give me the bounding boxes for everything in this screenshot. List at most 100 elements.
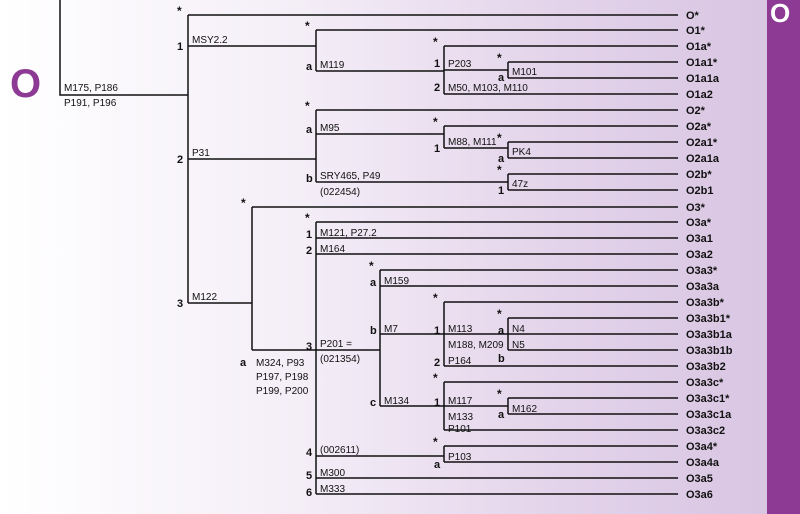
marker-label-o2a1: M88, M111 <box>448 137 497 148</box>
marker-label-o2b1: 47z <box>512 179 528 190</box>
marker-label-o3a3b: M7 <box>384 324 398 335</box>
paragroup-asterisk: * <box>433 371 438 385</box>
branch-number: 1 <box>498 185 504 197</box>
haplogroup-label: O* <box>686 10 700 22</box>
branch-number: 1 <box>177 41 183 53</box>
haplogroup-label: O3a4* <box>686 441 718 453</box>
marker-label-o3a3b1b: N5 <box>512 340 525 351</box>
haplogroup-label: O1a2 <box>686 89 713 101</box>
marker-label-o3a: P197, P198 <box>256 372 309 383</box>
paragroup-asterisk: * <box>433 291 438 305</box>
haplogroup-label: O3a3b1b <box>686 345 733 357</box>
marker-label-o3a2: M164 <box>320 244 345 255</box>
paragroup-asterisk: * <box>497 163 502 177</box>
marker-label-o3a6: M333 <box>320 484 345 495</box>
marker-label-o3a3c2: M133 <box>448 412 473 423</box>
branch-number: 1 <box>306 229 312 241</box>
haplogroup-label: O3a3b1* <box>686 313 731 325</box>
haplogroup-label: O3a5 <box>686 473 713 485</box>
haplogroup-label: O3a3c2 <box>686 425 725 437</box>
marker-label-o3a4a: P103 <box>448 452 472 463</box>
paragroup-asterisk: * <box>305 99 310 113</box>
haplogroup-label: O2b* <box>686 169 712 181</box>
side-clade-letter: O <box>770 0 791 28</box>
marker-label-o1a: M119 <box>320 60 345 71</box>
haplogroup-label: O3a3b2 <box>686 361 726 373</box>
marker-label-o3a5: M300 <box>320 468 345 479</box>
marker-label-o3a3c1a: M162 <box>512 404 537 415</box>
branch-letter: b <box>370 325 377 337</box>
marker-label-o3a3: P201 = <box>320 339 352 350</box>
tree-branches <box>59 0 678 495</box>
marker-label-o3a: P199, P200 <box>256 386 309 397</box>
haplogroup-label: O2b1 <box>686 185 714 197</box>
branch-letter: a <box>306 61 313 73</box>
haplogroup-label: O3a6 <box>686 489 713 501</box>
marker-label-o1: MSY2.2 <box>192 35 228 46</box>
haplogroup-label: O3a3c1a <box>686 409 732 421</box>
branch-labels: 1 2 3 a 1 a 2 a 1 a b 1 a 1 2 3 a b 1 a … <box>177 41 505 499</box>
haplogroup-label: O1* <box>686 25 706 37</box>
marker-label-o3a3c: M134 <box>384 396 409 407</box>
branch-letter: a <box>498 325 505 337</box>
branch-number: 3 <box>306 341 312 353</box>
paragroup-asterisk: * <box>241 196 246 210</box>
marker-label-root: M175, P186 <box>64 83 118 94</box>
marker-label-o2: P31 <box>192 148 210 159</box>
paragroup-asterisk: * <box>305 19 310 33</box>
marker-label-o3: M122 <box>192 292 217 303</box>
marker-label-o2a1a: PK4 <box>512 147 531 158</box>
haplogroup-label: O2* <box>686 105 706 117</box>
paragroup-marks: * * * * * * * * * * * * * * * * <box>177 4 502 449</box>
branch-letter: a <box>434 459 441 471</box>
marker-label-o3a1: M121, P27.2 <box>320 228 377 239</box>
branch-number: 1 <box>434 143 440 155</box>
paragroup-asterisk: * <box>497 131 502 145</box>
haplogroup-label: O3a3b* <box>686 297 725 309</box>
paragroup-asterisk: * <box>369 259 374 273</box>
haplogroup-label: O3a* <box>686 217 712 229</box>
haplogroup-label: O1a1* <box>686 57 718 69</box>
branch-number: 2 <box>306 245 312 257</box>
marker-label-o3a3c1: M117 <box>448 396 473 407</box>
haplogroup-label: O3a1 <box>686 233 713 245</box>
marker-label-o2b: SRY465, P49 <box>320 171 381 182</box>
marker-label-o3a3c2: P101 <box>448 424 472 435</box>
branch-number: 1 <box>434 58 440 70</box>
branch-number: 1 <box>434 397 440 409</box>
right-accent-bar <box>767 0 800 514</box>
haplogroup-label: O2a1a <box>686 153 720 165</box>
marker-label-o3a3b1b: M188, M209 <box>448 340 504 351</box>
marker-label-o3a3b1a: N4 <box>512 324 525 335</box>
marker-label-root: P191, P196 <box>64 98 117 109</box>
marker-label-o2b: (022454) <box>320 187 360 198</box>
haplogroup-label: O3a3c1* <box>686 393 730 405</box>
branch-letter: a <box>498 409 505 421</box>
marker-label-o2a: M95 <box>320 123 340 134</box>
branch-letter: a <box>498 153 505 165</box>
branch-letter: a <box>306 124 313 136</box>
paragroup-asterisk: * <box>497 51 502 65</box>
branch-letter: a <box>240 357 247 369</box>
paragroup-asterisk: * <box>497 387 502 401</box>
branch-number: 1 <box>434 325 440 337</box>
marker-label-o1a1a: M101 <box>512 67 537 78</box>
branch-number: 2 <box>434 82 440 94</box>
branch-letter: a <box>498 72 505 84</box>
marker-label-o3a: M324, P93 <box>256 358 305 369</box>
haplogroup-label: O2a1* <box>686 137 718 149</box>
paragroup-asterisk: * <box>433 115 438 129</box>
marker-label-o3a3b2: P164 <box>448 356 472 367</box>
branch-letter: c <box>370 397 376 409</box>
branch-number: 2 <box>434 357 440 369</box>
paragroup-asterisk: * <box>433 435 438 449</box>
haplogroup-label: O3a3c* <box>686 377 724 389</box>
marker-label-o3a3a: M159 <box>384 276 409 287</box>
marker-label-o1a1: P203 <box>448 59 472 70</box>
clade-letter: O <box>10 62 42 106</box>
paragroup-asterisk: * <box>433 35 438 49</box>
haplogroup-label: O3a4a <box>686 457 720 469</box>
marker-labels: M175, P186 P191, P196 MSY2.2 M119 P203 M… <box>64 35 537 495</box>
branch-number: 3 <box>177 298 183 310</box>
